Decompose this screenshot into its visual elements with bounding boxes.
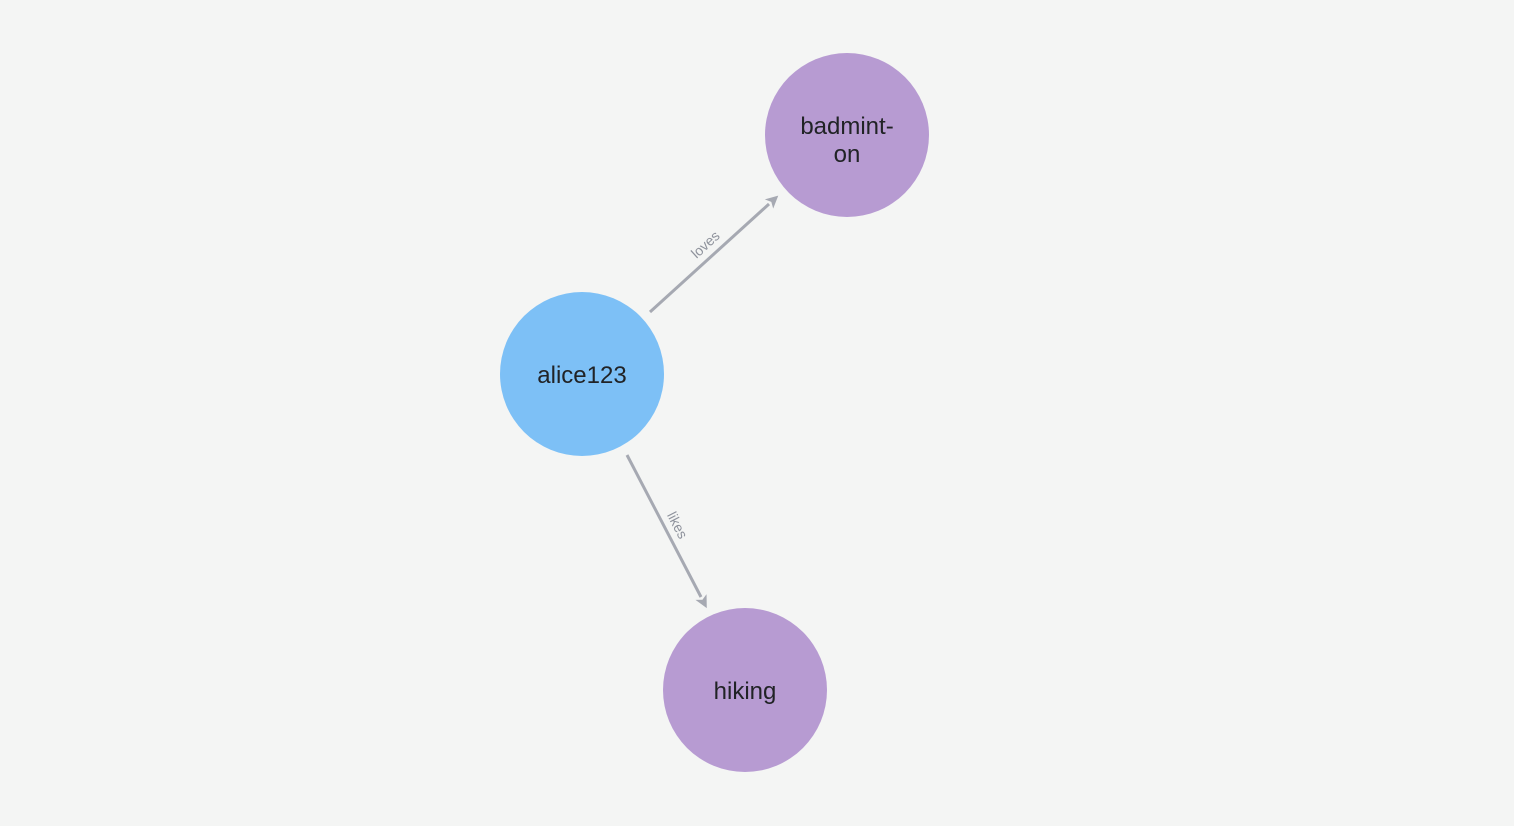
node-badminton[interactable]: badmint- on [765, 53, 929, 217]
node-label-badminton-line2: on [834, 141, 861, 168]
edge-label-loves: loves [688, 227, 723, 261]
node-circle-alice123[interactable] [500, 292, 664, 456]
edge-line-likes[interactable] [625, 454, 707, 609]
node-label-badminton-line1: badmint- [800, 113, 893, 140]
edge-alice123-hiking[interactable]: likes [625, 454, 707, 609]
node-label-alice123: alice123 [537, 362, 626, 389]
node-circle-badminton[interactable] [765, 53, 929, 217]
node-label-hiking: hiking [714, 678, 777, 705]
edge-alice123-badminton[interactable]: loves [648, 195, 779, 314]
edge-line-loves[interactable] [648, 195, 779, 314]
node-hiking[interactable]: hiking [663, 608, 827, 772]
node-circle-hiking[interactable] [663, 608, 827, 772]
node-alice123[interactable]: alice123 [500, 292, 664, 456]
